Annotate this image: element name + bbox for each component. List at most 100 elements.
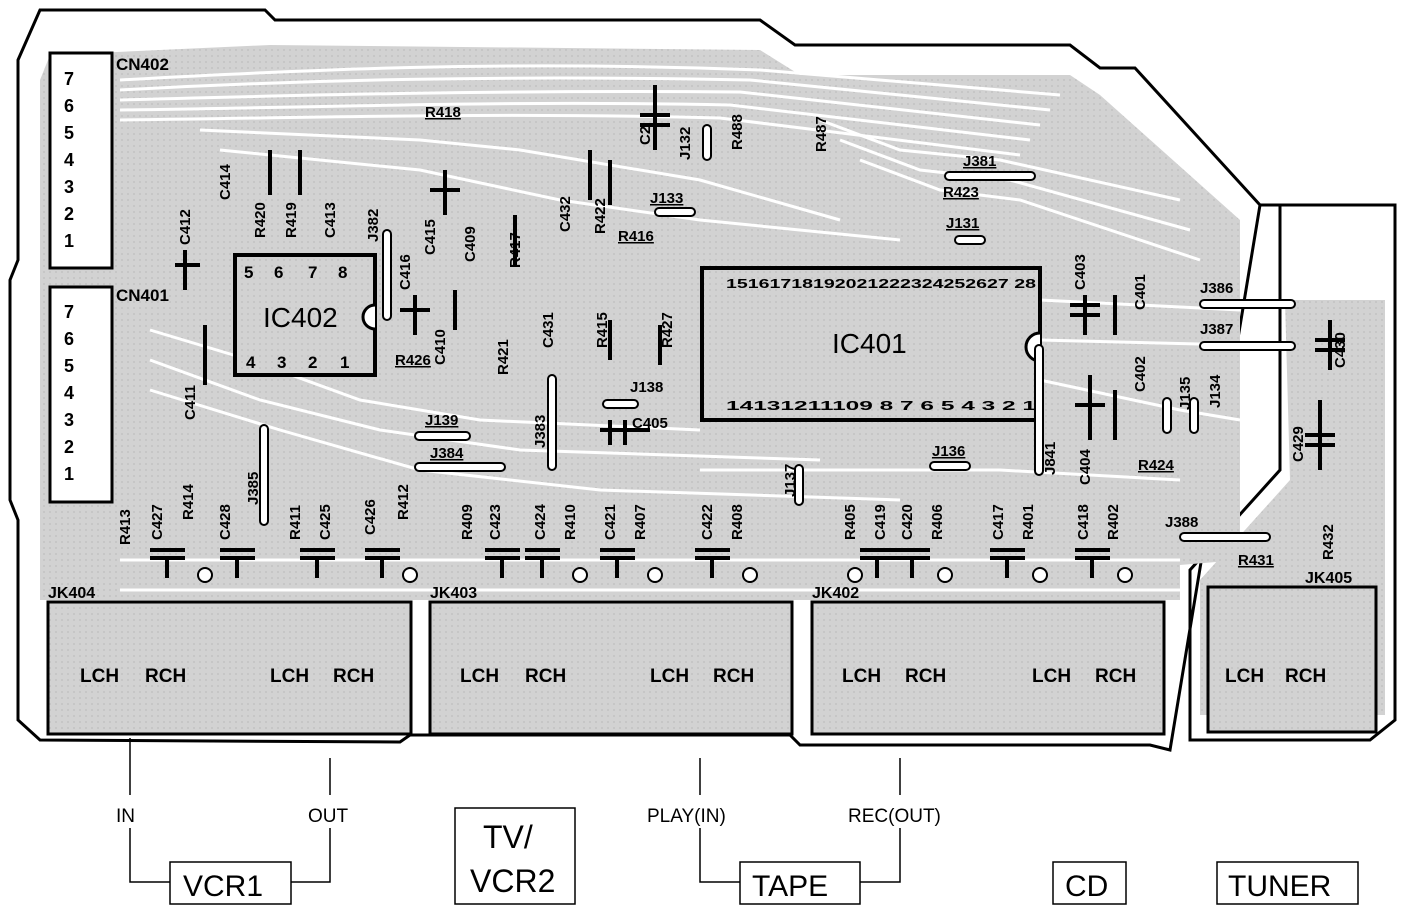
part-label: J133 [650, 190, 683, 207]
ic402-pin: 2 [308, 353, 317, 372]
channel-label: RCH [905, 666, 946, 687]
part-label: C430 [1332, 332, 1349, 368]
channel-label: RCH [1285, 666, 1326, 687]
part-label: J385 [245, 472, 262, 505]
part-label: R413 [117, 509, 134, 545]
part-label: C412 [177, 209, 194, 245]
channel-label: LCH [270, 666, 309, 687]
part-label: R488 [729, 114, 746, 150]
part-label: C403 [1072, 254, 1089, 290]
part-label: R417 [507, 232, 524, 268]
channel-labels: LCH RCH LCH RCH LCH RCH LCH RCH LCH RCH … [80, 666, 1326, 687]
part-label: J136 [932, 443, 965, 460]
part-label: J381 [963, 153, 996, 170]
part-label: R424 [1138, 457, 1175, 474]
part-label: J383 [532, 415, 549, 448]
cn401-pin: 2 [64, 437, 74, 457]
cn402-pin: 7 [64, 69, 74, 89]
part-label: C410 [432, 329, 449, 365]
part-label: R487 [813, 116, 830, 152]
cn402-pin: 5 [64, 123, 74, 143]
cn401-pin: 3 [64, 410, 74, 430]
part-label: J138 [630, 379, 663, 396]
part-label: J386 [1200, 280, 1233, 297]
part-label: J135 [1177, 377, 1194, 410]
part-label: C431 [540, 312, 557, 348]
part-label: R432 [1320, 524, 1337, 560]
part-label: C402 [1132, 356, 1149, 392]
ic402-pin: 4 [246, 353, 256, 372]
part-label: C422 [699, 504, 716, 540]
in-label: IN [116, 806, 135, 827]
tape-box [739, 861, 861, 905]
part-label: C414 [217, 163, 234, 200]
cn402-pin: 4 [64, 150, 74, 170]
channel-label: RCH [713, 666, 754, 687]
part-label: R402 [1105, 504, 1122, 540]
part-label: R406 [929, 504, 946, 540]
cd-text: CD [1065, 870, 1108, 903]
part-label: R416 [618, 228, 654, 245]
part-label: C432 [557, 196, 574, 232]
cn401-pins: 7 6 5 4 3 2 1 [64, 302, 74, 484]
vcr1-text: VCR1 [183, 870, 263, 903]
ic402-pin: 1 [340, 353, 349, 372]
ic402-notch [361, 303, 376, 331]
part-label: R420 [252, 202, 269, 238]
part-label: J387 [1200, 321, 1233, 338]
tv-vcr2-text-line1: TV/ [483, 819, 533, 855]
channel-label: RCH [525, 666, 566, 687]
part-label: C417 [990, 504, 1007, 540]
part-label: R431 [1238, 552, 1274, 569]
jk404-label: JK404 [48, 585, 95, 602]
part-label: R401 [1020, 504, 1037, 540]
jk402-label: JK402 [812, 585, 859, 602]
cn401-label: CN401 [116, 286, 169, 305]
part-label: J384 [430, 445, 464, 462]
part-label: R410 [562, 504, 579, 540]
play-in-label: PLAY(IN) [647, 806, 726, 827]
part-label: C419 [872, 504, 889, 540]
part-label: J139 [425, 412, 458, 429]
part-labels: R418 R488 R487 C2 J132 J133 J381 R423 J1… [117, 104, 1349, 569]
part-label: C404 [1077, 448, 1094, 485]
out-label: OUT [308, 806, 349, 827]
ic402-label: IC402 [263, 302, 338, 333]
part-label: J132 [677, 127, 694, 160]
tv-vcr2-text-line2: VCR2 [470, 863, 555, 899]
cn402-pin: 1 [64, 231, 74, 251]
part-label: J841 [1042, 442, 1059, 475]
part-label: R421 [495, 339, 512, 375]
channel-label: RCH [333, 666, 374, 687]
channel-label: RCH [145, 666, 186, 687]
jk403-label: JK403 [430, 585, 477, 602]
ic402-pin: 8 [338, 263, 347, 282]
part-label: R411 [287, 505, 304, 540]
part-label: J131 [946, 215, 979, 232]
part-label: R408 [729, 504, 746, 540]
source-wiring [129, 738, 901, 883]
ic401-top-pins: 15161718192021222324252627 28 [726, 276, 1036, 291]
part-label: C416 [397, 254, 414, 290]
cn402-body [48, 51, 114, 270]
channel-label: LCH [842, 666, 881, 687]
part-label: R415 [594, 312, 611, 348]
part-label: R418 [425, 104, 461, 121]
cn401-pin: 4 [64, 383, 74, 403]
cn401-pin: 5 [64, 356, 74, 376]
part-label: C2 [637, 126, 654, 145]
part-label: C425 [317, 504, 334, 540]
tv-vcr2-box [454, 807, 576, 905]
ic401-label: IC401 [832, 328, 907, 359]
channel-label: LCH [460, 666, 499, 687]
part-label: C415 [422, 219, 439, 255]
rec-out-label: REC(OUT) [848, 806, 941, 827]
ic401-bottom-pins: 14131211109 8 7 6 5 4 3 2 1 [726, 398, 1036, 413]
part-label: J388 [1165, 514, 1198, 531]
cd-box [1052, 861, 1127, 905]
part-label: R426 [395, 352, 431, 369]
part-label: R407 [632, 504, 649, 540]
cn401-pin: 7 [64, 302, 74, 322]
cn402-pin: 6 [64, 96, 74, 116]
